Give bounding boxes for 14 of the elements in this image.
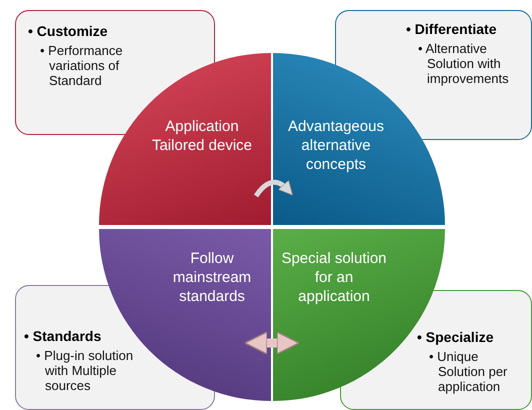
- bullet-text: • Performance variations of Standard: [40, 43, 124, 88]
- callout-heading: • Differentiate: [406, 21, 498, 37]
- bullet-text: • Unique Solution per application: [429, 349, 508, 394]
- bullet-text: • Plug-in solution with Multiple sources: [36, 348, 134, 393]
- quadrant-text: Follow mainstream standards: [172, 249, 252, 306]
- callout-heading: • Specialize: [417, 329, 494, 345]
- callout-heading: • Standards: [24, 328, 102, 344]
- quadrant-text: Application Tailored device: [150, 117, 254, 155]
- quadrant-text: Special solution for an application: [280, 249, 388, 306]
- quadrant-text: Advantageous alternative concepts: [287, 117, 385, 174]
- curved-arrow: [254, 180, 294, 198]
- callout-heading: • Customize: [28, 23, 109, 39]
- bullet-text: • Alternative Solution with improvements: [418, 41, 510, 86]
- double-arrow: [244, 331, 300, 355]
